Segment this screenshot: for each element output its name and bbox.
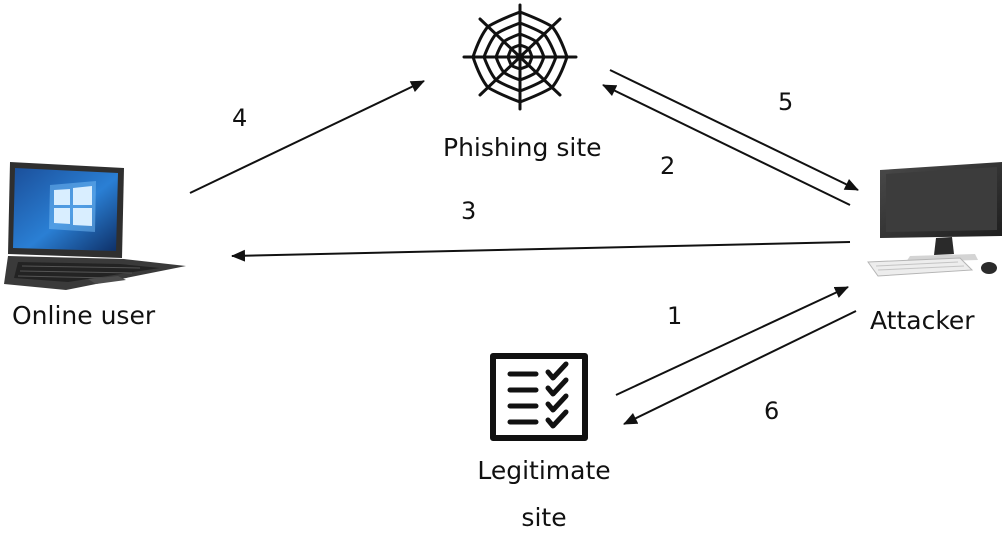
- step-number-1: 1: [667, 302, 683, 330]
- arrow-step-1: [615, 286, 849, 396]
- arrow-step-2: [602, 84, 851, 206]
- attacker-label: Attacker: [870, 306, 975, 335]
- spider-web-icon: [462, 3, 578, 111]
- legitimate-site-label-line2: site: [521, 503, 567, 532]
- step-number-4: 4: [232, 104, 248, 132]
- step-number-3: 3: [461, 197, 477, 225]
- arrow-step-5: [609, 69, 859, 191]
- laptop-icon: [4, 162, 186, 290]
- arrow-step-4: [189, 80, 425, 194]
- legitimate-site-label-line1: Legitimate: [477, 456, 611, 485]
- arrow-step-6: [623, 310, 857, 425]
- online-user-label: Online user: [12, 301, 156, 330]
- step-number-2: 2: [660, 152, 676, 180]
- checklist-document-icon: [490, 353, 588, 441]
- arrow-step-3: [231, 241, 851, 262]
- phishing-site-label: Phishing site: [443, 133, 602, 162]
- step-number-5: 5: [778, 88, 794, 116]
- step-number-6: 6: [764, 397, 780, 425]
- desktop-computer-icon: [867, 162, 1002, 277]
